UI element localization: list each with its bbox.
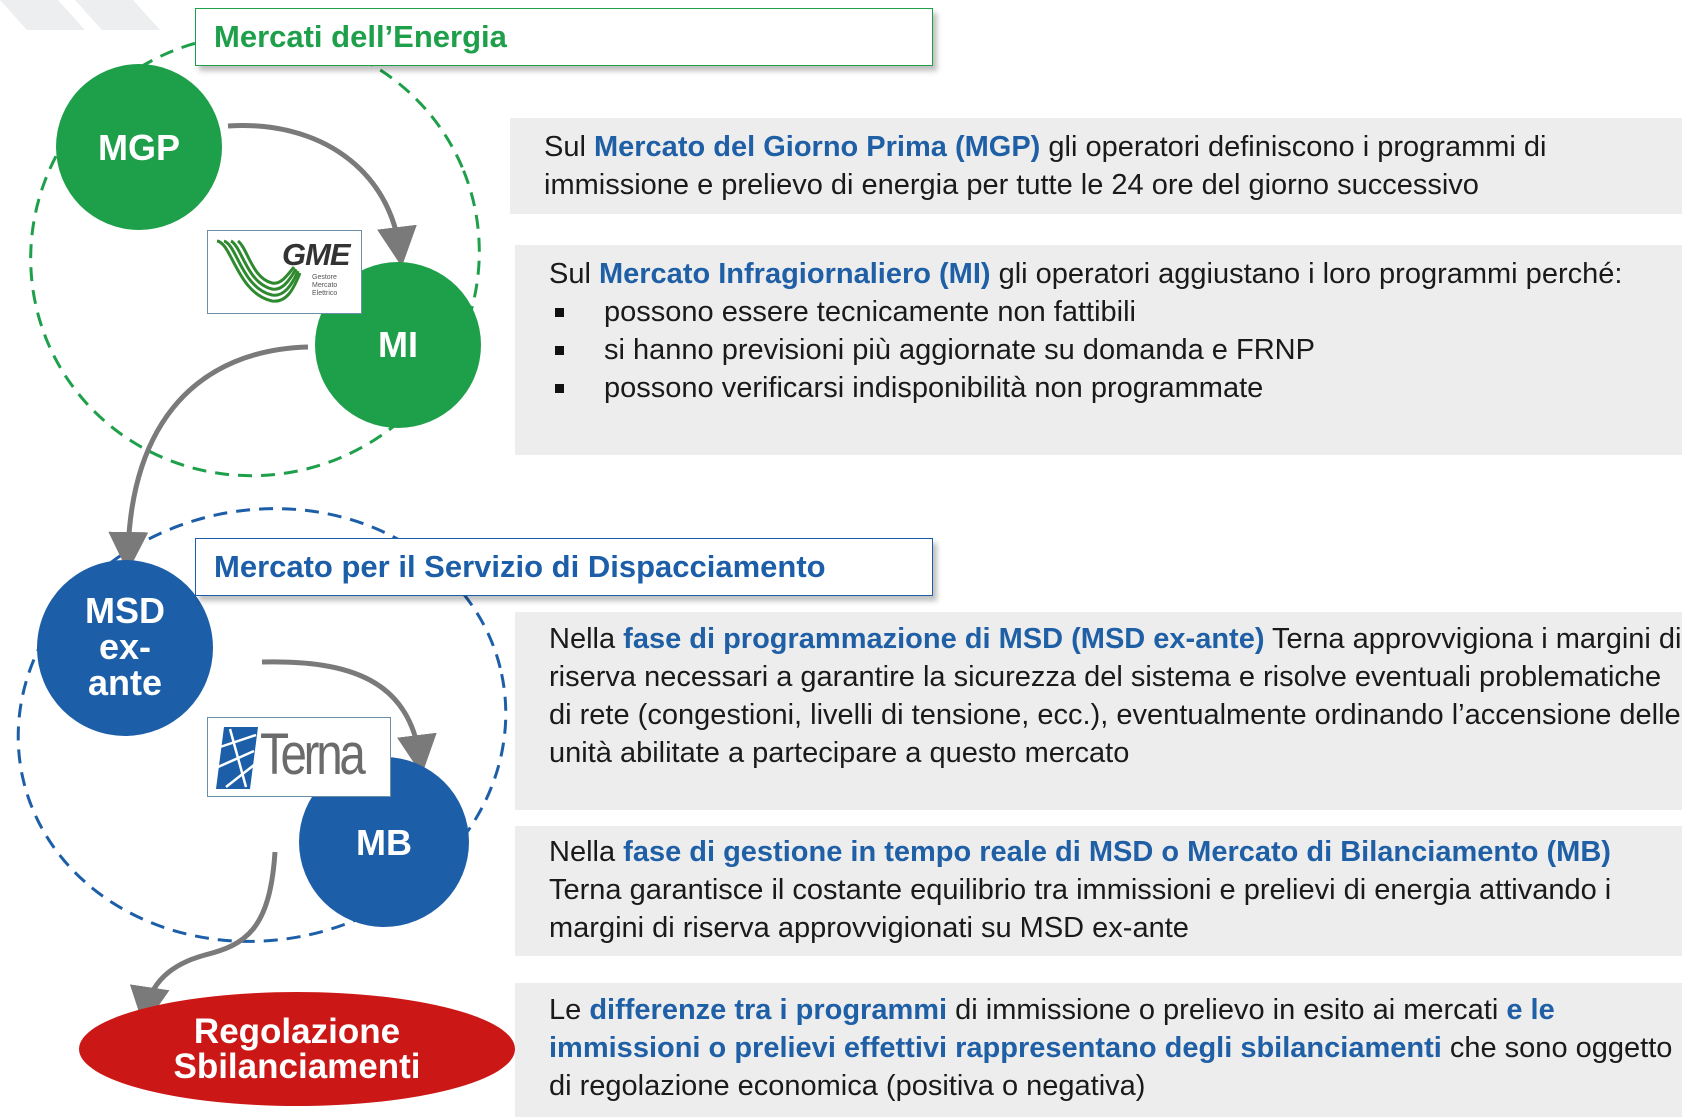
mi-description-highlight: Mercato Infragiornaliero (MI) [598, 258, 991, 290]
msd-node-label-line2: ex- [99, 626, 151, 667]
imbalance-node-label-line1: Regolazione [194, 1012, 400, 1051]
mi-reason-item: possono verificarsi indisponibilità non … [549, 369, 1682, 407]
gme-logo: GME Gestore Mercato Elettrico [207, 230, 362, 314]
mi-description-prefix: Sul [549, 258, 599, 290]
mb-node [299, 757, 469, 927]
arrow-msd-to-mb [261, 659, 437, 775]
mb-description: Nella fase di gestione in tempo reale di… [515, 826, 1682, 956]
gme-waves-icon [216, 239, 302, 303]
energy-markets-title-text: Mercati dell’Energia [214, 19, 507, 54]
mgp-description-suffix: gli operatori definiscono i programmi di… [544, 131, 1547, 201]
msd-ex-ante-node [37, 560, 213, 736]
mgp-description: Sul Mercato del Giorno Prima (MGP) gli o… [510, 118, 1682, 214]
imbalance-description-prefix: Le [549, 994, 590, 1026]
dispatch-market-enclosure [16, 507, 508, 943]
msd-description-suffix: Terna approvvigiona i margini di riserva… [549, 623, 1682, 769]
mgp-node-label: MGP [98, 127, 180, 168]
gme-logo-subtitle: Gestore Mercato Elettrico [312, 274, 337, 298]
imbalance-description-highlight2: e le immissioni o prelievi effettivi rap… [549, 994, 1555, 1064]
imbalance-description-highlight1: differenze tra i programmi [589, 994, 948, 1026]
arrow-mb-to-imbalance [129, 851, 278, 1027]
dispatch-market-title-text: Mercato per il Servizio di Dispacciament… [214, 549, 826, 584]
mi-description-intro: Sul Mercato Infragiornaliero (MI) gli op… [549, 255, 1682, 293]
imbalance-node-label-line2: Sbilanciamenti [173, 1047, 420, 1086]
imbalance-description-suffix: che sono oggetto di regolazione economic… [549, 1032, 1673, 1102]
mb-description-highlight: fase di gestione in tempo reale di MSD o… [623, 836, 1611, 868]
msd-node-label-line3: ante [88, 662, 162, 703]
mgp-description-prefix: Sul [544, 131, 594, 163]
mb-description-prefix: Nella [549, 836, 624, 868]
decorative-stripes [0, 0, 160, 30]
msd-description: Nella fase di programmazione di MSD (MSD… [515, 612, 1682, 810]
msd-node-label-line1: MSD [85, 590, 165, 631]
msd-description-prefix: Nella [549, 623, 624, 655]
mi-reason-item: possono essere tecnicamente non fattibil… [549, 293, 1682, 331]
arrow-mi-to-msd [108, 344, 309, 572]
mb-node-label: MB [356, 822, 412, 863]
imbalance-description-middle: di immissione o prelievo in esito ai mer… [947, 994, 1507, 1026]
terna-grid-icon [216, 727, 258, 789]
imbalance-settlement-node [79, 992, 515, 1106]
imbalance-description: Le differenze tra i programmi di immissi… [515, 983, 1682, 1117]
energy-markets-enclosure [29, 32, 481, 478]
mi-description-suffix: gli operatori aggiustano i loro programm… [990, 258, 1623, 290]
gme-subtitle-line3: Elettrico [312, 290, 338, 297]
mi-description: Sul Mercato Infragiornaliero (MI) gli op… [515, 245, 1682, 455]
terna-logo-text: Terna [260, 722, 366, 787]
mb-description-suffix: Terna garantisce il costante equilibrio … [549, 874, 1612, 944]
dispatch-market-title: Mercato per il Servizio di Dispacciament… [195, 538, 933, 596]
gme-logo-text: GME [282, 237, 351, 272]
mi-reason-item: si hanno previsioni più aggiornate su do… [549, 331, 1682, 369]
mi-node-label: MI [378, 324, 418, 365]
mgp-node [56, 64, 222, 230]
msd-description-highlight: fase di programmazione di MSD (MSD ex-an… [623, 623, 1265, 655]
energy-markets-title: Mercati dell’Energia [195, 8, 933, 66]
gme-subtitle-line1: Gestore [312, 274, 337, 281]
arrow-mgp-to-mi [227, 123, 417, 267]
mgp-description-highlight: Mercato del Giorno Prima (MGP) [593, 131, 1041, 163]
gme-subtitle-line2: Mercato [312, 282, 338, 289]
terna-logo: Terna [207, 717, 391, 797]
mi-reasons-list: possono essere tecnicamente non fattibil… [549, 293, 1682, 407]
